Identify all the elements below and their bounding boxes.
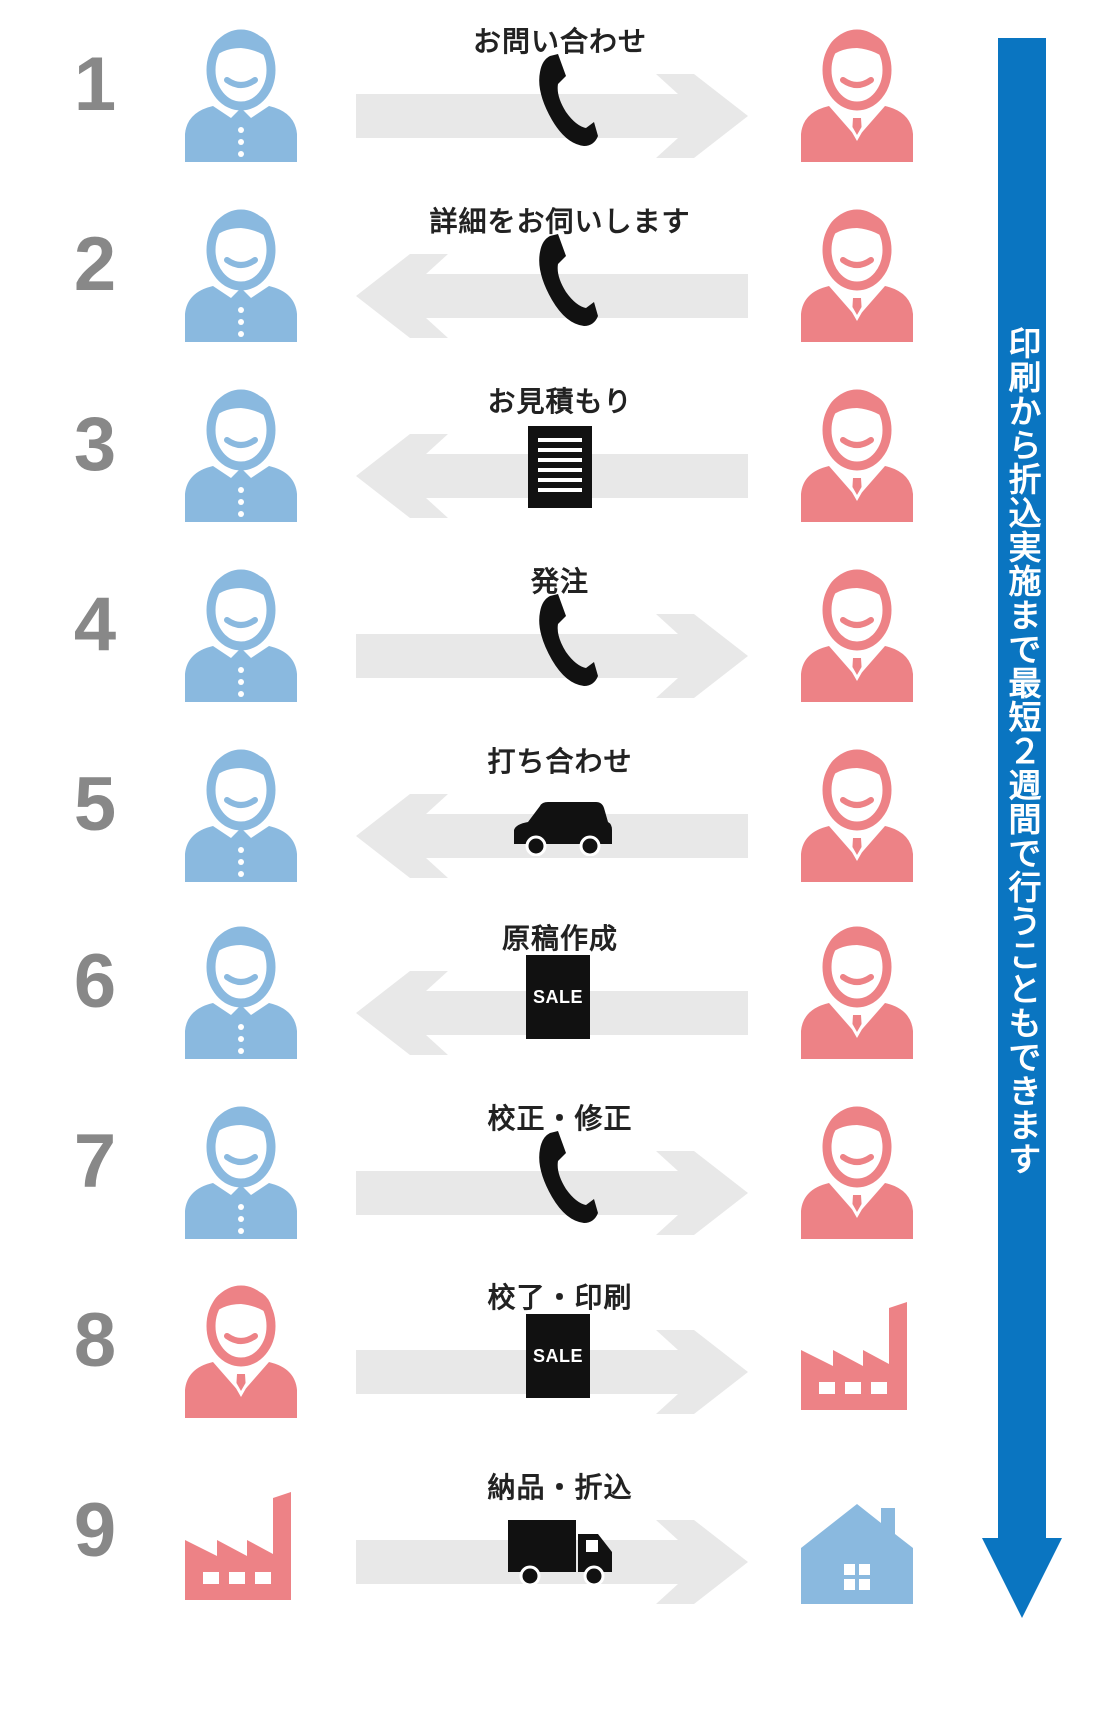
sale-flyer-icon: SALE: [526, 955, 590, 1039]
timeline-arrow: [980, 38, 1064, 1618]
step-label: 校正・修正: [487, 1102, 633, 1135]
step-9: 9 納品・折込: [0, 1446, 1116, 1626]
step-number: 3: [73, 402, 117, 487]
car-icon: [510, 800, 614, 856]
step-7: 7 校正・修正: [0, 1077, 1116, 1257]
step-label: 原稿作成: [501, 922, 618, 955]
factory-icon: [181, 1468, 301, 1608]
sale-text: SALE: [532, 1345, 583, 1366]
step-number: 2: [73, 222, 117, 307]
staff-icon: [797, 742, 917, 882]
phone-icon: [536, 592, 598, 688]
step-1: 1 お問い合わせ: [0, 0, 1116, 180]
staff-icon: [797, 919, 917, 1059]
staff-icon: [797, 382, 917, 522]
step-label: お問い合わせ: [472, 25, 647, 58]
step-number: 1: [73, 42, 117, 127]
client-icon: [181, 1099, 301, 1239]
sale-flyer-icon: SALE: [526, 1314, 590, 1398]
step-number: 6: [73, 939, 117, 1024]
step-label: 納品・折込: [487, 1471, 633, 1504]
phone-icon: [536, 1129, 598, 1225]
step-label: 詳細をお伺いします: [429, 205, 691, 238]
house-icon: [797, 1468, 917, 1608]
step-8: 8 校了・印刷 SALE: [0, 1256, 1116, 1436]
phone-icon: [536, 52, 598, 148]
document-icon: [528, 426, 592, 508]
step-number: 8: [73, 1298, 117, 1383]
sale-text: SALE: [532, 986, 583, 1007]
staff-icon: [181, 1278, 301, 1418]
step-label: 打ち合わせ: [487, 745, 633, 778]
client-icon: [181, 919, 301, 1059]
client-icon: [181, 382, 301, 522]
staff-icon: [797, 202, 917, 342]
client-icon: [181, 22, 301, 162]
staff-icon: [797, 562, 917, 702]
step-number: 7: [73, 1119, 117, 1204]
step-2: 2 詳細をお伺いします: [0, 180, 1116, 360]
step-label: お見積もり: [487, 385, 633, 418]
step-5: 5 打ち合わせ: [0, 720, 1116, 900]
phone-icon: [536, 232, 598, 328]
staff-icon: [797, 22, 917, 162]
staff-icon: [797, 1099, 917, 1239]
client-icon: [181, 202, 301, 342]
step-6: 6 原稿作成 SALE: [0, 897, 1116, 1077]
step-number: 9: [73, 1488, 117, 1573]
step-3: 3 お見積もり: [0, 360, 1116, 540]
factory-icon: [797, 1278, 917, 1418]
truck-icon: [508, 1520, 614, 1588]
step-label: 発注: [530, 565, 589, 598]
client-icon: [181, 562, 301, 702]
step-4: 4 発注: [0, 540, 1116, 720]
step-label: 校了・印刷: [487, 1281, 633, 1314]
step-number: 4: [73, 582, 117, 667]
timeline-label: 印刷から折込実施まで最短２週間で行うこともできます: [1003, 326, 1042, 1176]
step-number: 5: [73, 762, 117, 847]
client-icon: [181, 742, 301, 882]
